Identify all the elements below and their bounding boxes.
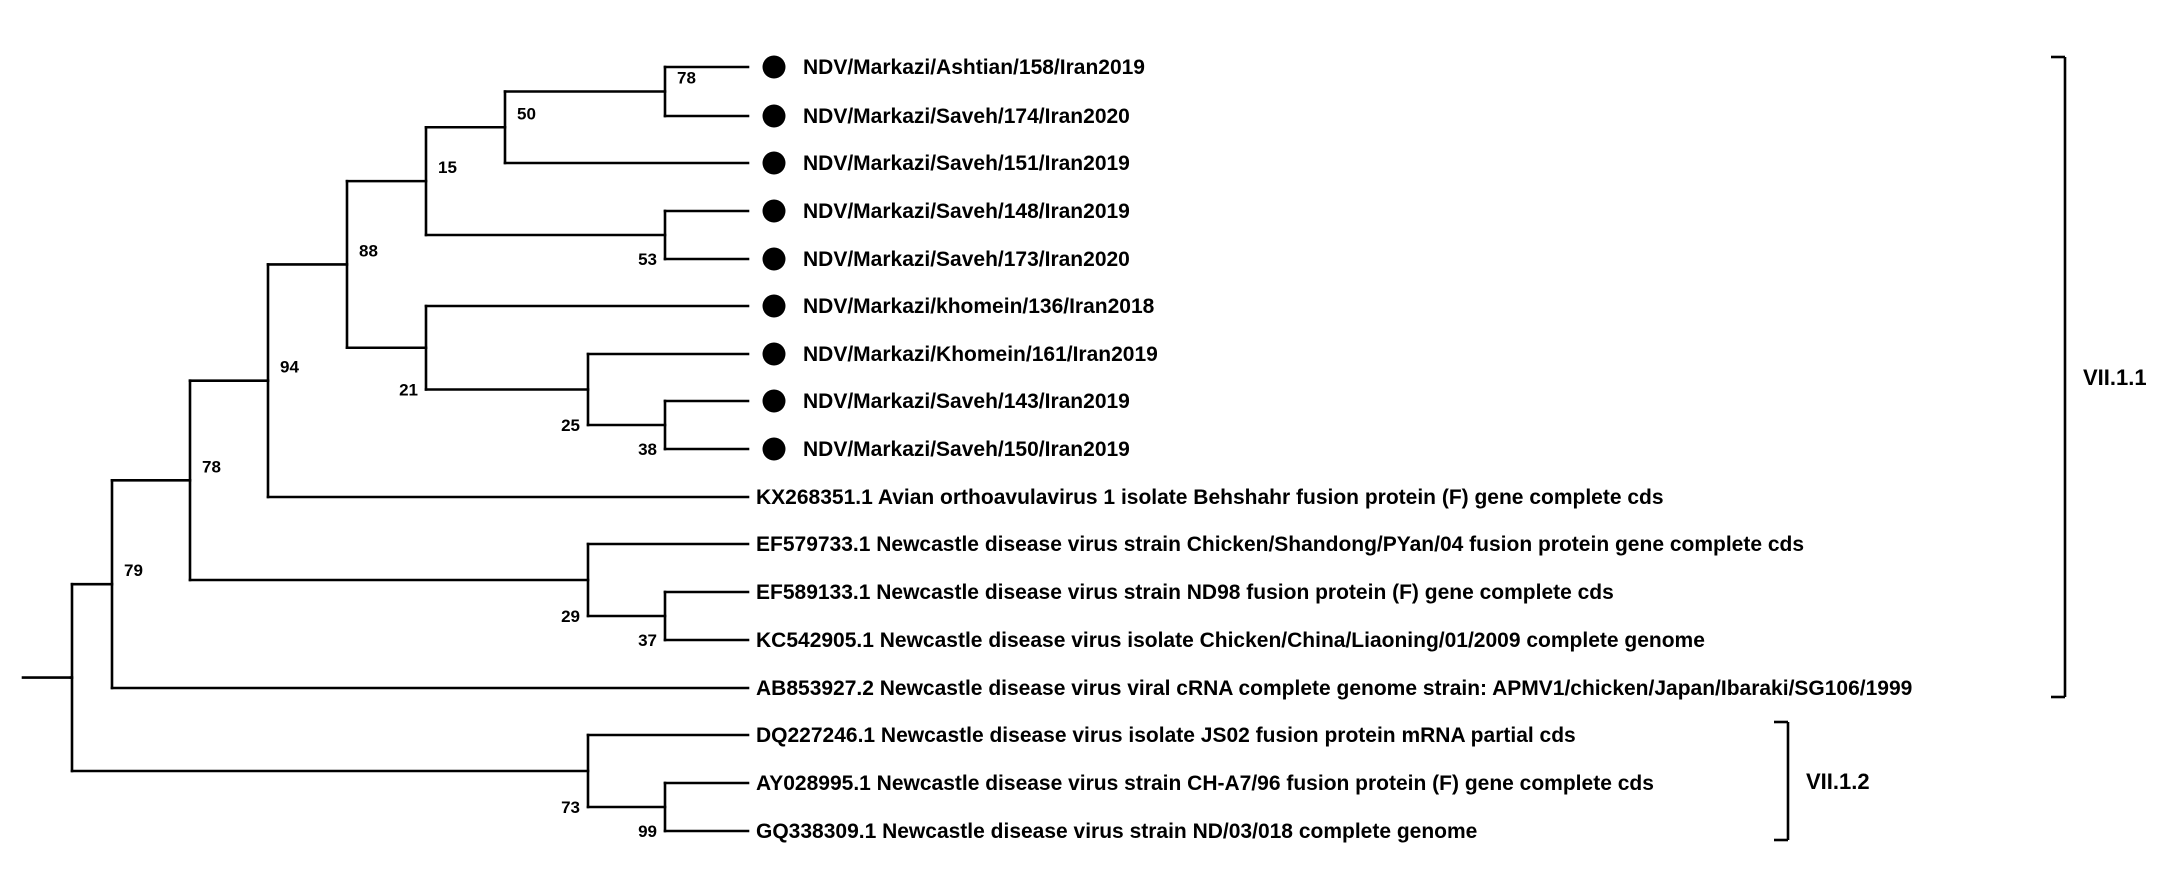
bootstrap-values: 78 50 53 15 38 25 21 88 94 37 29 78 79 99 73 <box>124 69 696 842</box>
bootstrap-value: 25 <box>561 416 580 435</box>
bootstrap-value: 99 <box>638 822 657 841</box>
taxon-label: NDV/Markazi/khomein/136/Iran2018 <box>803 295 1155 318</box>
tree-branches <box>21 65 750 833</box>
study-isolate-marker <box>762 294 786 318</box>
taxon-label: NDV/Markazi/Saveh/143/Iran2019 <box>803 390 1130 413</box>
clade-label: VII.1.2 <box>1806 769 1870 794</box>
taxon-label: GQ338309.1 Newcastle disease virus strai… <box>756 820 1477 843</box>
study-isolate-marker <box>762 104 786 128</box>
bootstrap-value: 88 <box>359 241 378 260</box>
clade-label: VII.1.1 <box>2083 365 2147 390</box>
taxon-label: NDV/Markazi/Saveh/148/Iran2019 <box>803 200 1130 223</box>
bootstrap-value: 15 <box>438 158 457 177</box>
taxon-label: EF589133.1 Newcastle disease virus strai… <box>756 581 1614 604</box>
bootstrap-value: 78 <box>677 69 696 88</box>
bootstrap-value: 79 <box>124 561 143 580</box>
taxon-label: NDV/Markazi/Ashtian/158/Iran2019 <box>803 56 1145 79</box>
taxon-label: NDV/Markazi/Saveh/151/Iran2019 <box>803 152 1130 175</box>
taxon-label: KX268351.1 Avian orthoavulavirus 1 isola… <box>756 486 1664 509</box>
study-isolate-marker <box>762 247 786 271</box>
taxon-label: KC542905.1 Newcastle disease virus isola… <box>756 629 1705 652</box>
study-isolate-marker <box>762 151 786 175</box>
bootstrap-value: 78 <box>202 457 221 476</box>
bootstrap-value: 29 <box>561 607 580 626</box>
taxon-markers <box>762 55 786 461</box>
taxon-label: NDV/Markazi/Saveh/174/Iran2020 <box>803 105 1130 128</box>
taxon-label: AY028995.1 Newcastle disease virus strai… <box>756 772 1654 795</box>
bootstrap-value: 73 <box>561 798 580 817</box>
bootstrap-value: 21 <box>399 381 418 400</box>
bootstrap-value: 94 <box>280 358 299 377</box>
study-isolate-marker <box>762 437 786 461</box>
taxon-label: DQ227246.1 Newcastle disease virus isola… <box>756 724 1576 747</box>
taxon-label: EF579733.1 Newcastle disease virus strai… <box>756 533 1804 556</box>
study-isolate-marker <box>762 199 786 223</box>
bootstrap-value: 50 <box>517 104 536 123</box>
bootstrap-value: 37 <box>638 631 657 650</box>
bootstrap-value: 53 <box>638 250 657 269</box>
study-isolate-marker <box>762 389 786 413</box>
taxon-label: NDV/Markazi/Saveh/150/Iran2019 <box>803 438 1130 461</box>
study-isolate-marker <box>762 55 786 79</box>
taxon-label: NDV/Markazi/Saveh/173/Iran2020 <box>803 248 1130 271</box>
bootstrap-value: 38 <box>638 440 657 459</box>
taxon-labels: NDV/Markazi/Ashtian/158/Iran2019NDV/Mark… <box>756 56 1912 843</box>
taxon-label: AB853927.2 Newcastle disease virus viral… <box>756 677 1912 700</box>
study-isolate-marker <box>762 342 786 366</box>
taxon-label: NDV/Markazi/Khomein/161/Iran2019 <box>803 343 1158 366</box>
